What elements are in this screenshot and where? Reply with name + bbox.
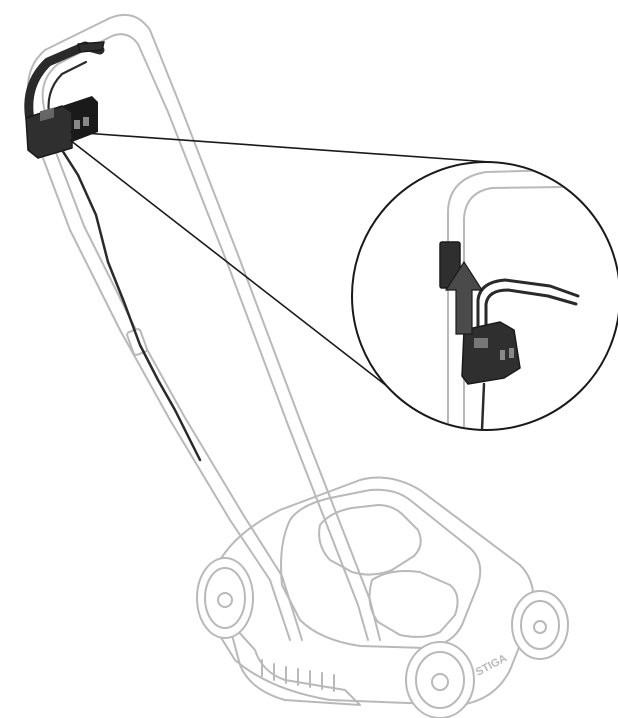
switch-housing-detail [461, 321, 521, 385]
detail-magnifier-icon [351, 161, 618, 431]
wheel-front-left [405, 641, 475, 718]
wheel-rear-left [196, 557, 254, 639]
handle-frame-inner [41, 33, 369, 641]
deck-outline [207, 476, 535, 706]
cable-icon [60, 148, 202, 462]
deck-top [280, 488, 482, 649]
deck-handle-recess [318, 504, 422, 576]
arrow-up-icon [444, 260, 484, 335]
bail-grip [77, 41, 105, 53]
handle-tube-left-outer [39, 149, 291, 641]
grass-catcher-ribs [261, 659, 335, 692]
grass-catcher [227, 619, 361, 706]
wheel-front-right [511, 590, 569, 660]
mower-deck: STIGA [207, 476, 535, 706]
battery-housing-icon [25, 96, 98, 159]
brand-label: STIGA [474, 652, 509, 678]
detail-leader-lines [69, 131, 491, 391]
deck-cover-panel [368, 570, 459, 638]
